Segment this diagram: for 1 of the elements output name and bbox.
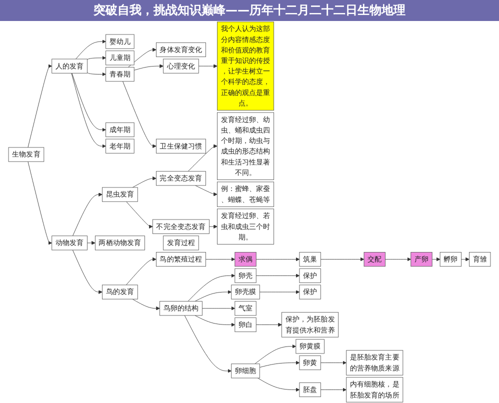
title-banner: 突破自我，挑战知识巅峰——历年十二月二十二日生物地理 [0,0,499,21]
